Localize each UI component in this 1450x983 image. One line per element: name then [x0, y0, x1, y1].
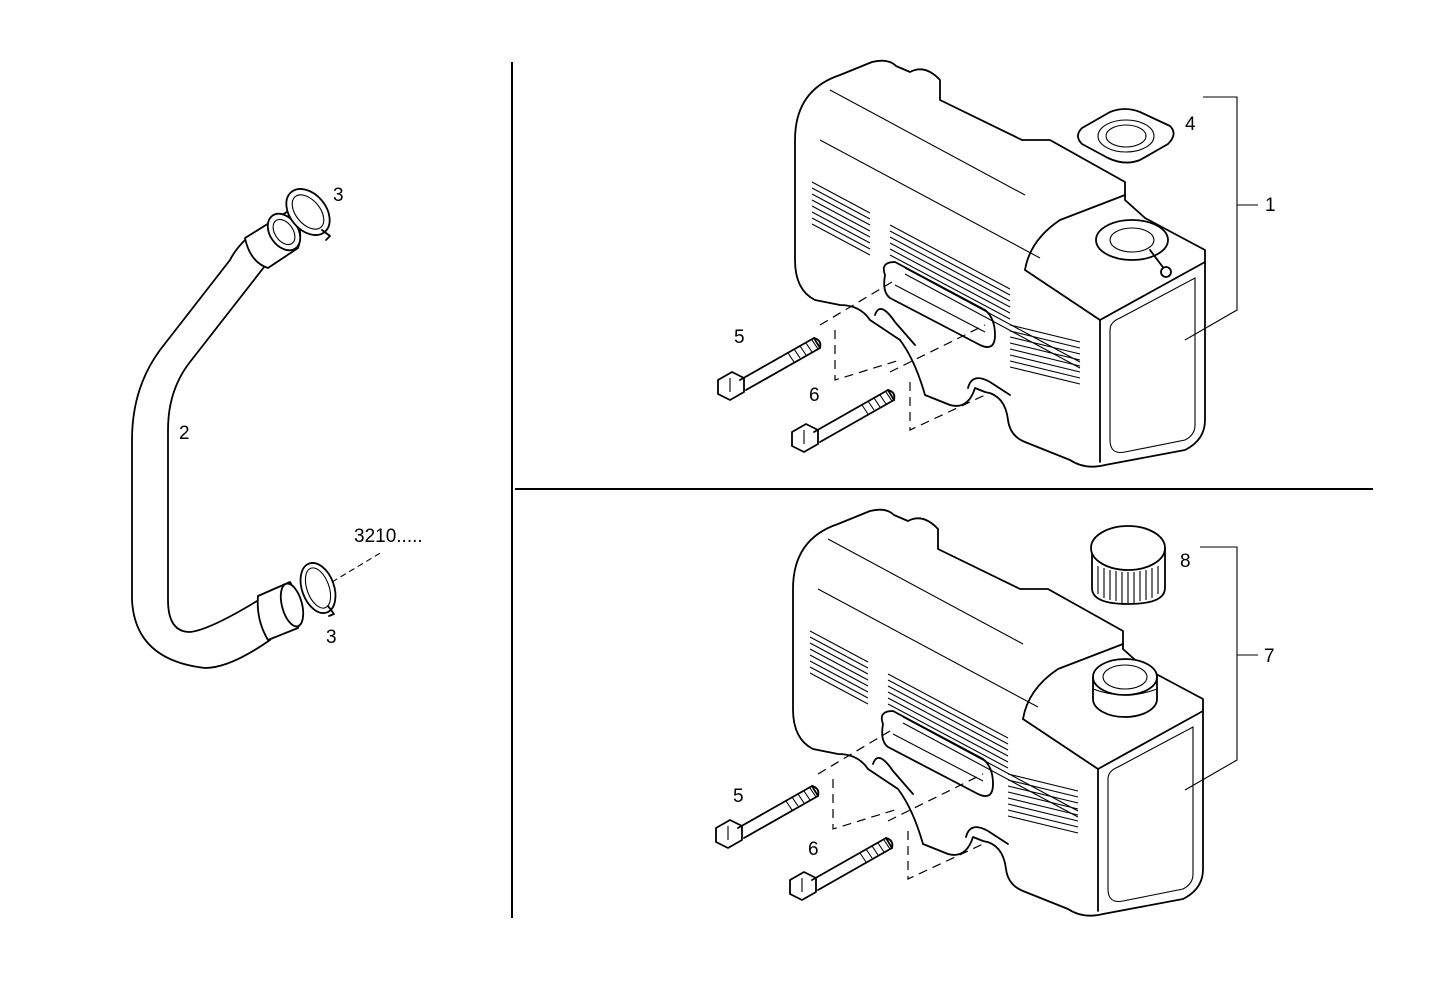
clamp-top-drawing — [285, 188, 331, 241]
bolt-lower-5 — [715, 785, 820, 849]
cap-lower-drawing — [1090, 525, 1166, 605]
callout-bolt-upper-5: 5 — [734, 327, 745, 348]
tank-upper-drawing — [794, 59, 1206, 468]
callout-tank-lower: 7 — [1264, 646, 1275, 667]
hose-drawing — [131, 209, 305, 669]
clamp-bottom-drawing — [299, 562, 337, 617]
callout-clamp-top: 3 — [333, 185, 344, 206]
callout-clamp-bottom: 3 — [326, 627, 337, 648]
tank-lower-drawing — [792, 508, 1204, 917]
cap-upper-drawing — [1077, 108, 1175, 164]
callout-bolt-upper-6: 6 — [809, 385, 820, 406]
callout-reference: 3210..... — [354, 526, 423, 547]
bolt-upper-6 — [791, 389, 896, 453]
callout-cap-upper: 4 — [1185, 114, 1196, 135]
callout-cap-lower: 8 — [1180, 551, 1191, 572]
callout-hose: 2 — [179, 423, 190, 444]
callout-tank-upper: 1 — [1265, 195, 1276, 216]
callout-bolt-lower-5: 5 — [733, 786, 744, 807]
callout-bolt-lower-6: 6 — [808, 839, 819, 860]
bolt-lower-6 — [789, 837, 894, 901]
